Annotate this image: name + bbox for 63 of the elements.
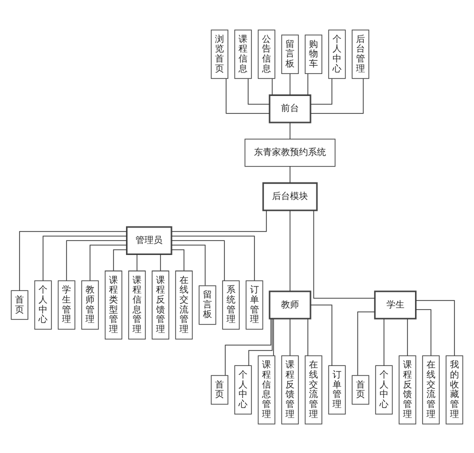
node-box: 个人中心: [375, 364, 393, 414]
connector: [357, 310, 376, 376]
connector: [171, 235, 255, 281]
node-box: 个人中心: [328, 29, 346, 78]
node-box: 东青家教预约系统: [244, 138, 336, 166]
node-box: 课程类型管理: [104, 270, 122, 339]
connector: [272, 78, 273, 95]
connector: [248, 318, 273, 366]
connector: [273, 318, 274, 356]
connector: [248, 78, 270, 104]
connector: [310, 78, 332, 104]
node-box: 在线交流管理: [175, 270, 193, 339]
node-box: 在线交流管理: [304, 354, 322, 424]
node-box: 系统管理: [222, 280, 240, 330]
connector: [307, 318, 308, 356]
connector: [415, 308, 432, 356]
node-box: 教师: [268, 290, 312, 319]
connector: [407, 318, 408, 356]
connector: [310, 304, 332, 366]
node-box: 留言板: [281, 34, 299, 74]
connector: [136, 253, 138, 271]
connector: [66, 240, 127, 281]
node-box: 公告信息: [258, 29, 276, 78]
node-box: 首页: [10, 290, 28, 320]
node-box: 首页: [352, 374, 370, 404]
node-box: 教师管理: [81, 280, 99, 330]
node-box: 订单管理: [246, 280, 264, 330]
connector: [226, 78, 270, 114]
connector: [160, 253, 161, 271]
connector: [171, 244, 206, 286]
node-box: 后台模块: [262, 182, 318, 211]
connector: [313, 210, 376, 298]
node-box: 学生管理: [58, 280, 76, 330]
node-box: 浏览首页: [210, 29, 228, 78]
node-box: 个人中心: [234, 364, 252, 414]
node-box: 前台: [268, 94, 312, 123]
node-box: 个人中心: [34, 280, 52, 330]
connector: [171, 210, 267, 232]
node-box: 管理员: [126, 226, 172, 255]
connector: [171, 248, 184, 271]
connector: [224, 318, 272, 376]
node-box: 在线交流管理: [422, 354, 440, 424]
node-box: 课程信息: [234, 29, 252, 78]
node-box: 订单管理: [328, 364, 346, 414]
node-box: 课程信息管理: [258, 354, 276, 424]
node-box: 学生: [374, 290, 417, 319]
connector: [310, 78, 364, 114]
node-box: 留言板: [198, 284, 216, 324]
connector: [42, 235, 127, 281]
node-box: 后台管理: [352, 29, 370, 78]
node-box: 课程信息管理: [128, 270, 146, 339]
node-box: 购物车: [304, 34, 322, 74]
connector: [19, 230, 127, 290]
connector: [416, 300, 455, 356]
node-box: 课程反馈管理: [281, 354, 299, 424]
node-box: 课程反馈管理: [152, 270, 170, 339]
node-box: 课程反馈管理: [398, 354, 416, 424]
connector: [90, 244, 127, 281]
connector: [307, 72, 308, 96]
connector: [171, 240, 225, 281]
node-box: 首页: [210, 374, 228, 404]
node-box: 我的收藏管理: [446, 354, 464, 424]
connector: [113, 248, 127, 271]
